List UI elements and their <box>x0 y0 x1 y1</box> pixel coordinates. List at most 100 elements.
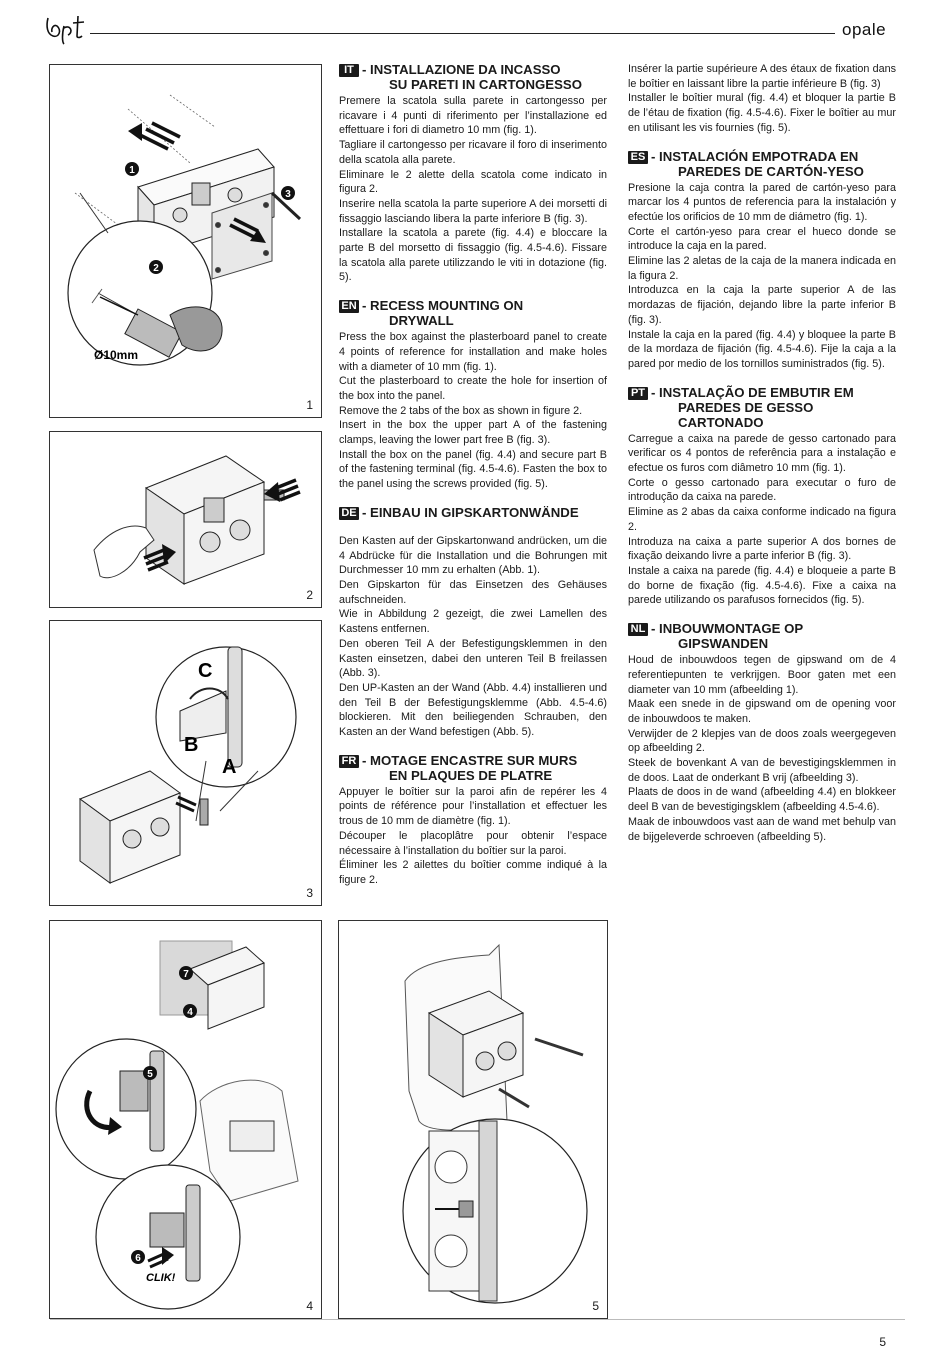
paragraph: Corte o gesso cartonado para executar o … <box>628 476 896 504</box>
paragraph: Remove the 2 tabs of the box as shown in… <box>339 404 583 417</box>
callout-1: 1 <box>125 162 139 176</box>
figure-5: 5 <box>338 920 608 1319</box>
paragraph: Introduzca en la caja la parte superior … <box>628 284 896 326</box>
paragraph: Instale a caixa na parede (fig. 4.4) e b… <box>628 564 896 607</box>
paragraph: Éliminer les 2 ailettes du boîtier comme… <box>339 859 607 886</box>
paragraph: Install the box on the panel (fig. 4.4) … <box>339 448 607 491</box>
lang-badge: DE <box>339 506 359 520</box>
svg-text:4: 4 <box>187 1007 193 1018</box>
paragraph: Appuyer le boîtier sur la paroi afin de … <box>339 785 607 828</box>
figure-1-number: 1 <box>306 398 313 412</box>
lang-badge: ES <box>628 150 648 164</box>
diameter-label: Ø10mm <box>94 348 138 362</box>
paragraph: Instale la caja en la pared (fig. 4.4) y… <box>628 328 896 370</box>
figure-4-illustration: 7 4 5 6 CLIK! <box>55 940 299 1310</box>
paragraph: Installare la scatola a parete (fig. 4.4… <box>339 227 607 284</box>
lang-badge: EN <box>339 300 359 314</box>
paragraph: Eliminare le 2 alette della scatola come… <box>339 168 607 196</box>
paragraph: Inserire nella scatola la parte superior… <box>339 197 607 225</box>
page-header: bpt opale <box>0 0 950 60</box>
figure-3: C B A 3 <box>49 620 322 906</box>
click-label: CLIK! <box>146 1272 176 1284</box>
callout-4: 4 <box>183 1004 197 1018</box>
section-title: - EINBAU IN GIPSKARTONWÄNDE <box>362 504 579 520</box>
figure-1-illustration: 1 2 3 Ø10mm <box>67 94 302 366</box>
paragraph: Introduza na caixa a parte superior A do… <box>628 535 896 563</box>
svg-text:7: 7 <box>183 969 189 980</box>
figure-2: 2 <box>49 431 322 608</box>
svg-text:5: 5 <box>147 1069 153 1080</box>
paragraph: Maak een snede in de gipswand om de open… <box>628 698 896 725</box>
paragraph: Houd de inbouwdoos tegen de gipswand om … <box>628 654 896 696</box>
callout-7: 7 <box>179 966 193 980</box>
lang-badge: IT <box>339 64 359 77</box>
paragraph: Steek de bovenkant A van de bevestigings… <box>628 757 896 784</box>
paragraph: Elimine as 2 abas da caixa conforme indi… <box>628 506 896 533</box>
lang-badge: PT <box>628 386 648 400</box>
label-a: A <box>222 756 236 778</box>
paragraph: Carregue a caixa na parede de gesso cart… <box>628 432 896 475</box>
paragraph: Den Gipskarton für das Einsetzen des Geh… <box>339 578 607 606</box>
paragraph: Maak de inbouwdoos vast aan de wand met … <box>628 815 896 843</box>
label-b: B <box>184 734 198 756</box>
product-name: opale <box>842 20 887 39</box>
push-arrow <box>139 121 181 151</box>
figure-2-number: 2 <box>306 588 313 602</box>
callout-3: 3 <box>281 186 295 200</box>
brand-logo: bpt <box>44 12 85 45</box>
text-column-3: Insérer la partie supérieure A des étaux… <box>628 62 896 857</box>
label-c: C <box>198 660 212 682</box>
paragraph: Cut the plasterboard to create the hole … <box>339 375 607 402</box>
svg-text:1: 1 <box>129 165 135 176</box>
paragraph: Wie in Abbildung 2 gezeigt, die zwei Lam… <box>339 608 607 636</box>
svg-text:3: 3 <box>285 189 291 200</box>
svg-text:2: 2 <box>153 263 159 274</box>
figure-3-illustration: C B A <box>78 646 297 884</box>
paragraph: Elimine las 2 aletas de la caja de la ma… <box>628 255 896 282</box>
paragraph: Tagliare il cartongesso per ricavare il … <box>339 139 607 166</box>
paragraph: Premere la scatola sulla parete in carto… <box>339 95 607 137</box>
paragraph: Découper le placoplâtre pour obtenir l’e… <box>339 829 607 857</box>
figure-5-illustration <box>402 943 588 1304</box>
paragraph: Corte el cartón-yeso para crear el hueco… <box>628 225 896 253</box>
paragraph: Insérer la partie supérieure A des étaux… <box>628 63 896 90</box>
paragraph: Press the box against the plasterboard p… <box>339 331 607 373</box>
figure-4-number: 4 <box>306 1299 313 1313</box>
callout-6: 6 <box>131 1250 145 1264</box>
bottom-rule <box>50 1319 905 1320</box>
section-fr-continued: Insérer la partie supérieure A des étaux… <box>628 62 896 136</box>
callout-2: 2 <box>149 260 163 274</box>
paragraph: Den UP-Kasten an der Wand (Abb. 4.4) ins… <box>339 681 607 739</box>
paragraph: Installer le boîtier mural (fig. 4.4) et… <box>628 92 896 134</box>
paragraph: Plaats de doos in de wand (afbeelding 4.… <box>628 786 896 814</box>
paragraph: Den Kasten auf der Gipskartonwand andrüc… <box>339 534 607 577</box>
page-number: 5 <box>879 1335 886 1349</box>
figure-2-illustration <box>93 455 301 585</box>
paragraph: Insert in the box the upper part A of th… <box>339 419 607 447</box>
figure-1: 1 2 3 Ø10mm 1 <box>49 64 322 418</box>
lang-badge: FR <box>339 754 359 768</box>
lang-badge: NL <box>628 623 648 637</box>
figure-5-number: 5 <box>592 1299 599 1313</box>
svg-text:6: 6 <box>135 1253 141 1264</box>
paragraph: Verwijder de 2 klepjes van de doos zoals… <box>628 727 896 755</box>
figure-4: 7 4 5 6 CLIK! 4 <box>49 920 322 1319</box>
paragraph: Presione la caja contra la pared de cart… <box>628 181 896 223</box>
section-de: DE - EINBAU IN GIPSKARTONWÄNDE Den Kaste… <box>339 505 607 740</box>
header-rule <box>90 33 835 34</box>
paragraph: Den oberen Teil A der Befestigungsklemme… <box>339 637 607 680</box>
callout-5: 5 <box>143 1066 157 1080</box>
svg-text:bpt: bpt <box>44 12 46 13</box>
